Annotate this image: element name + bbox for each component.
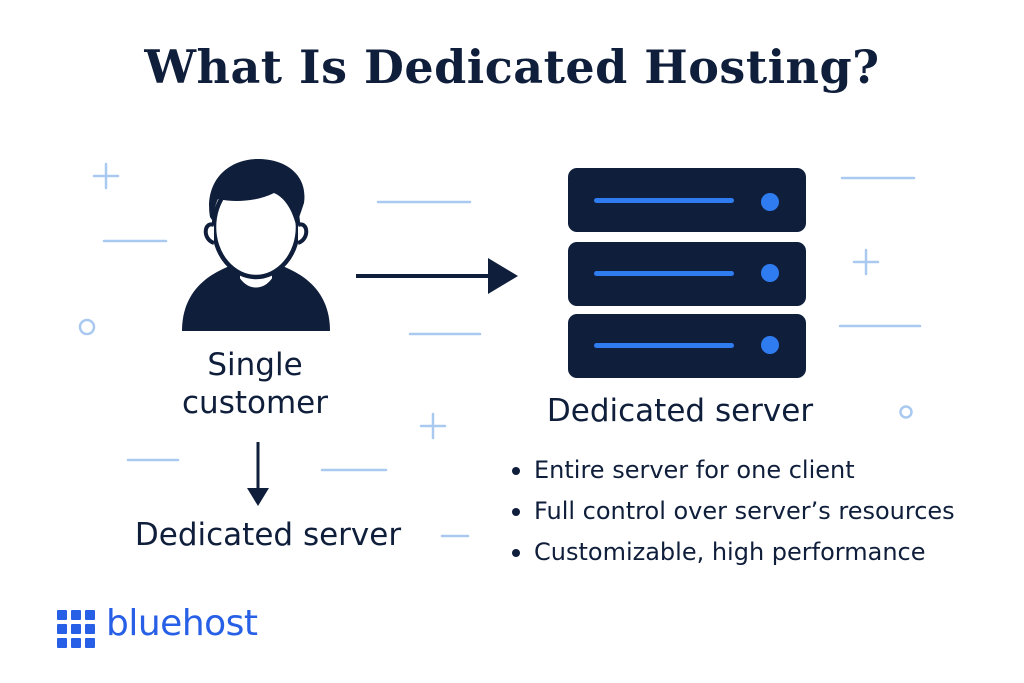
- feature-list: Entire server for one client Full contro…: [512, 450, 955, 573]
- feature-item: Full control over server’s resources: [512, 491, 955, 532]
- server-stack-icon: [568, 168, 806, 378]
- server-unit: [568, 314, 806, 378]
- feature-text: Entire server for one client: [534, 456, 855, 484]
- feature-text: Customizable, high performance: [534, 538, 926, 566]
- server-label: Dedicated server: [546, 393, 814, 429]
- bluehost-logo-icon: [57, 610, 95, 648]
- person-icon: [182, 159, 330, 331]
- page-title: What Is Dedicated Hosting?: [144, 40, 880, 94]
- server-unit: [568, 168, 806, 232]
- customer-label: Single customer: [155, 346, 355, 422]
- feature-text: Full control over server’s resources: [534, 497, 955, 525]
- plus-icon: [419, 412, 447, 440]
- brand-name: bluehost: [106, 603, 258, 644]
- arrow-down-icon: [247, 442, 269, 506]
- ring-icon: [78, 318, 96, 336]
- customer-result-label: Dedicated server: [134, 517, 402, 553]
- server-unit: [568, 242, 806, 306]
- arrow-right-icon: [356, 258, 518, 294]
- bullet-icon: [512, 507, 520, 516]
- customer-label-line2: customer: [182, 385, 328, 421]
- bullet-icon: [512, 548, 520, 557]
- plus-icon: [852, 248, 880, 276]
- customer-label-line1: Single: [207, 347, 303, 383]
- feature-item: Customizable, high performance: [512, 532, 955, 573]
- ring-icon: [899, 405, 913, 419]
- plus-icon: [92, 162, 120, 190]
- bullet-icon: [512, 466, 520, 475]
- feature-item: Entire server for one client: [512, 450, 955, 491]
